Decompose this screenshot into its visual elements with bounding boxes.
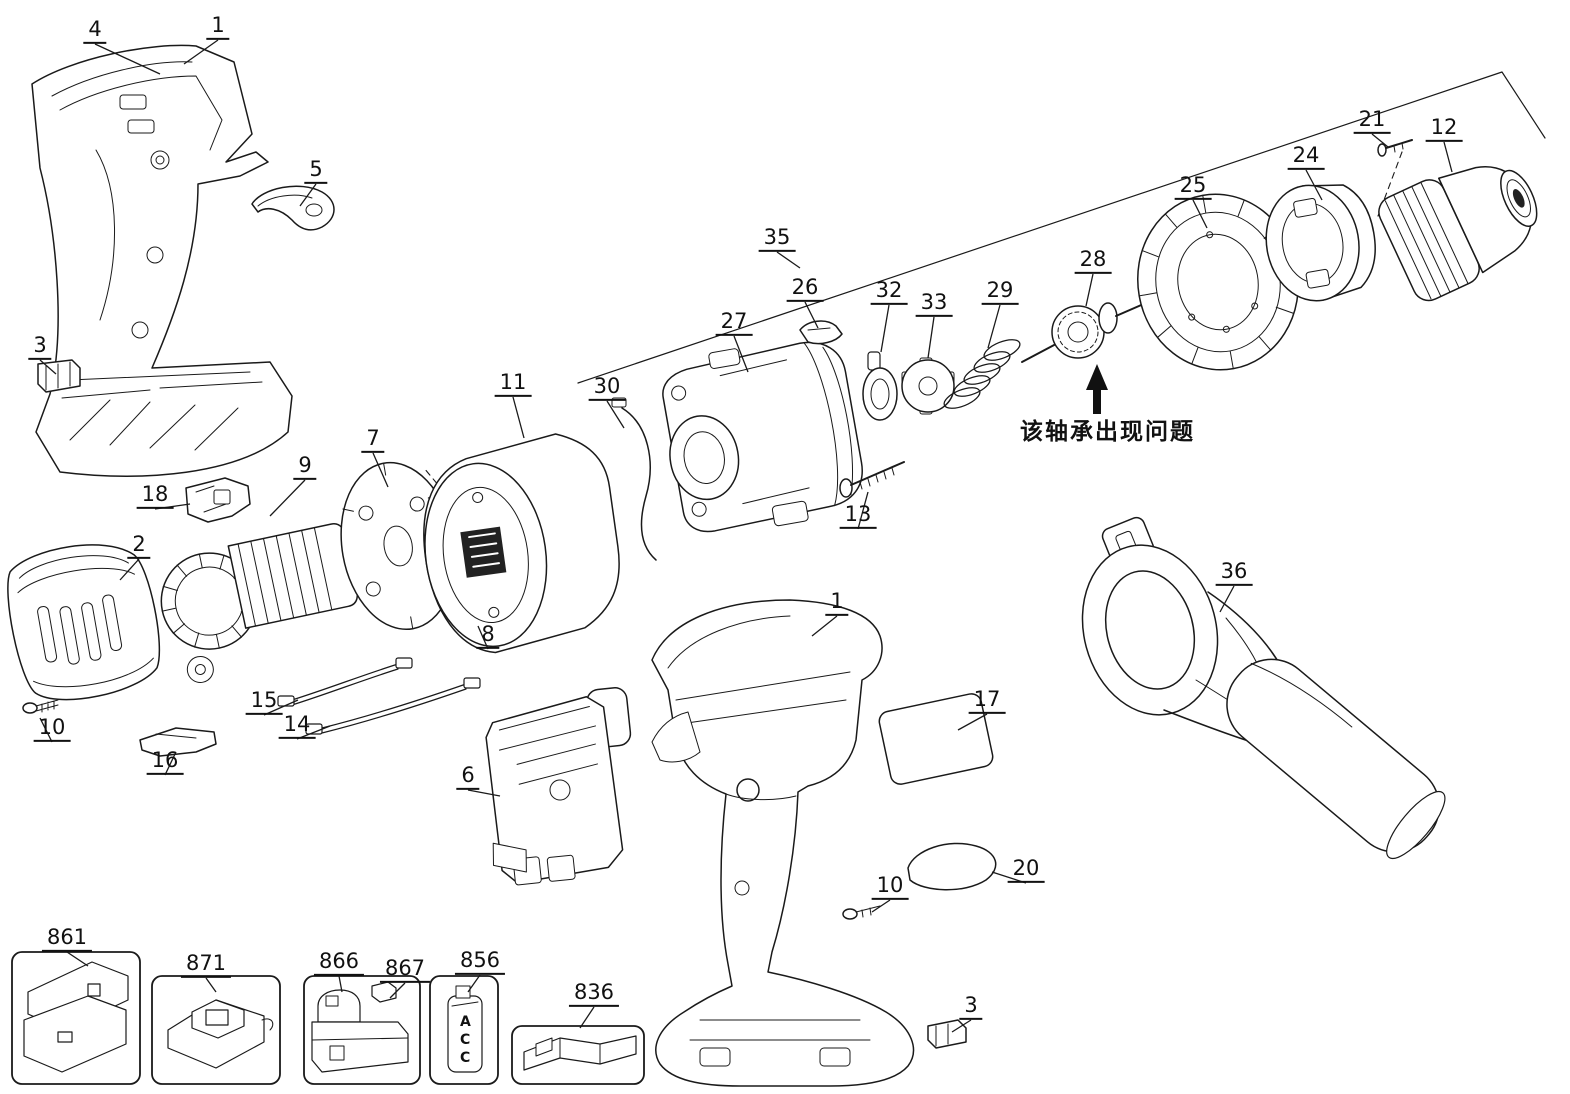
clip-26 [799,320,843,345]
callout-32: 32 [870,278,908,305]
callout-871: 871 [180,951,232,978]
callout-836: 836 [568,980,620,1007]
callout-15: 15 [245,688,283,715]
callout-25: 25 [1174,173,1212,200]
callout-10: 10 [33,715,71,742]
part-867-art [371,981,397,1003]
callout-3: 3 [959,993,983,1020]
callout-17: 17 [968,687,1006,714]
end-cap [7,544,161,701]
battery-art [311,989,409,1073]
chuck [1378,166,1538,302]
callout-1: 1 [206,13,230,40]
kit-box-art [23,961,129,1073]
clutch-collar [1265,184,1376,302]
assembly-axis-line [577,71,1546,384]
clip-836-art [523,1035,637,1071]
callout-3: 3 [28,333,52,360]
ring-gear [1136,193,1300,371]
callout-29: 29 [981,278,1019,305]
gear-33 [901,357,955,415]
callout-856: 856 [454,948,506,975]
housing-left-half [31,44,293,477]
callout-27: 27 [715,309,753,336]
callout-9: 9 [293,453,317,480]
door-art: A C C [447,985,483,1073]
callout-30: 30 [588,374,626,401]
screw-21 [1377,139,1413,157]
callout-36: 36 [1215,559,1253,586]
callout-10: 10 [871,873,909,900]
callout-13: 13 [839,502,877,529]
acc-letter-1: A [460,1014,471,1030]
callout-21: 21 [1353,107,1391,134]
retainer-32 [862,351,898,421]
label-20 [907,842,997,891]
callout-867: 867 [379,956,431,983]
callout-14: 14 [278,712,316,739]
callout-2: 2 [127,532,151,559]
callout-33: 33 [915,290,953,317]
housing-right-half [651,599,915,1087]
screw-right [842,905,881,920]
callout-16: 16 [146,748,184,775]
brush-holder-upper [185,477,251,523]
gearbox-housing [662,341,863,533]
callout-7: 7 [361,426,385,453]
belt-hook [251,185,335,231]
callout-866: 866 [313,949,365,976]
switch-assembly [485,687,632,886]
callout-26: 26 [786,275,824,302]
callout-4: 4 [83,17,107,44]
callout-28: 28 [1074,247,1112,274]
screw-left [22,699,59,714]
callout-1: 1 [825,589,849,616]
callout-6: 6 [456,763,480,790]
brush-bracket-lower [139,727,217,757]
field-stator [423,433,620,654]
screw-13 [839,461,905,498]
charger-art [167,999,274,1069]
acc-letter-3: C [460,1050,470,1066]
callout-35: 35 [758,225,796,252]
side-handle [1081,516,1446,860]
callout-861: 861 [41,925,93,952]
jumper-wire [611,397,657,561]
callout-12: 12 [1425,115,1463,142]
acc-letter-2: C [460,1032,470,1048]
callout-20: 20 [1007,856,1045,883]
bearing-problem-annotation: 该轴承出现问题 [1020,419,1195,445]
callout-18: 18 [136,482,174,509]
clip-lower [927,1019,967,1049]
clip-upper [37,359,81,393]
callout-11: 11 [494,370,532,397]
motor-armature [160,523,393,683]
annotation-arrow [1086,364,1108,414]
callout-5: 5 [304,157,328,184]
callout-8: 8 [476,622,500,649]
callout-24: 24 [1287,143,1325,170]
